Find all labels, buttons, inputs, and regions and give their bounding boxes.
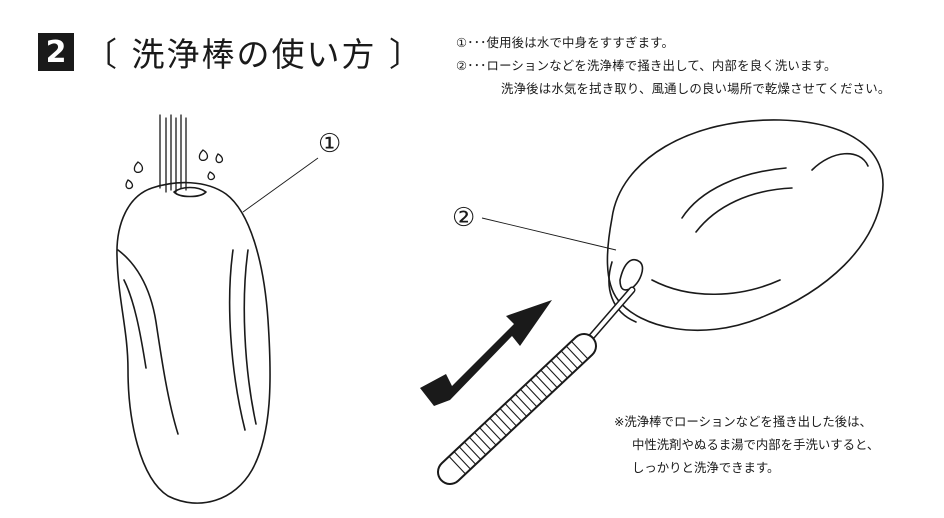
rod-rib — [499, 408, 517, 427]
rod-rib — [550, 360, 568, 379]
rod-handle-ribs — [448, 340, 589, 475]
rod-rib — [463, 441, 482, 460]
rod-rib — [565, 345, 584, 365]
rod-rib — [555, 355, 573, 374]
instruction-list: ①･･･使用後は水で中身をすすぎます。 ②･･･ローションなどを洗浄棒で掻き出し… — [456, 31, 944, 100]
rod-rib — [458, 446, 477, 465]
step-number-badge: 2 — [38, 33, 74, 71]
rod-rib — [494, 412, 512, 432]
callout-1-leader — [242, 157, 319, 213]
rod-rib — [545, 364, 563, 384]
rod-rib — [468, 436, 487, 456]
rod-rib — [514, 393, 533, 412]
step-title: 〔 洗浄棒の使い方 〕 — [84, 35, 424, 74]
rod-rib — [509, 398, 528, 417]
rod-rib — [535, 374, 553, 393]
rod-rib — [479, 427, 497, 446]
rod-rib — [571, 340, 589, 360]
rod-rib — [489, 417, 507, 436]
rod-rib — [504, 403, 522, 422]
rod-rib — [525, 384, 543, 403]
note-line-1: ※洗浄棒でローションなどを掻き出した後は、 — [614, 414, 872, 429]
step-header: 2 〔 洗浄棒の使い方 〕 — [38, 30, 424, 74]
instruction-line-3: 洗浄後は水気を拭き取り、風通しの良い場所で乾燥させてください。 — [501, 81, 891, 96]
rod-rib — [519, 388, 538, 408]
instruction-line-2: ②･･･ローションなどを洗浄棒で掻き出して、内部を良く洗います。 — [456, 58, 837, 73]
rod-rib — [530, 379, 548, 398]
instruction-line-1: ①･･･使用後は水で中身をすすぎます。 — [456, 35, 675, 50]
device-rinse-illustration — [116, 181, 271, 504]
rod-rib — [474, 432, 492, 451]
rod-rib — [560, 350, 579, 369]
device-clean-illustration — [606, 119, 884, 331]
cleaning-note: ※洗浄棒でローションなどを掻き出した後は、 中性洗剤やぬるま湯で内部を手洗いする… — [614, 410, 944, 479]
note-line-2: 中性洗剤やぬるま湯で内部を手洗いすると、 — [632, 437, 880, 452]
double-arrow-icon — [420, 300, 552, 406]
water-stream-icon — [125, 114, 224, 193]
rod-rib — [448, 456, 466, 475]
rod-rib — [453, 451, 471, 470]
callout-2-leader — [481, 217, 617, 251]
callout-2: ② — [452, 203, 475, 233]
rod-rib — [484, 422, 502, 441]
rod-rib — [540, 369, 558, 388]
callout-1: ① — [318, 129, 341, 159]
note-line-3: しっかりと洗浄できます。 — [632, 460, 780, 475]
